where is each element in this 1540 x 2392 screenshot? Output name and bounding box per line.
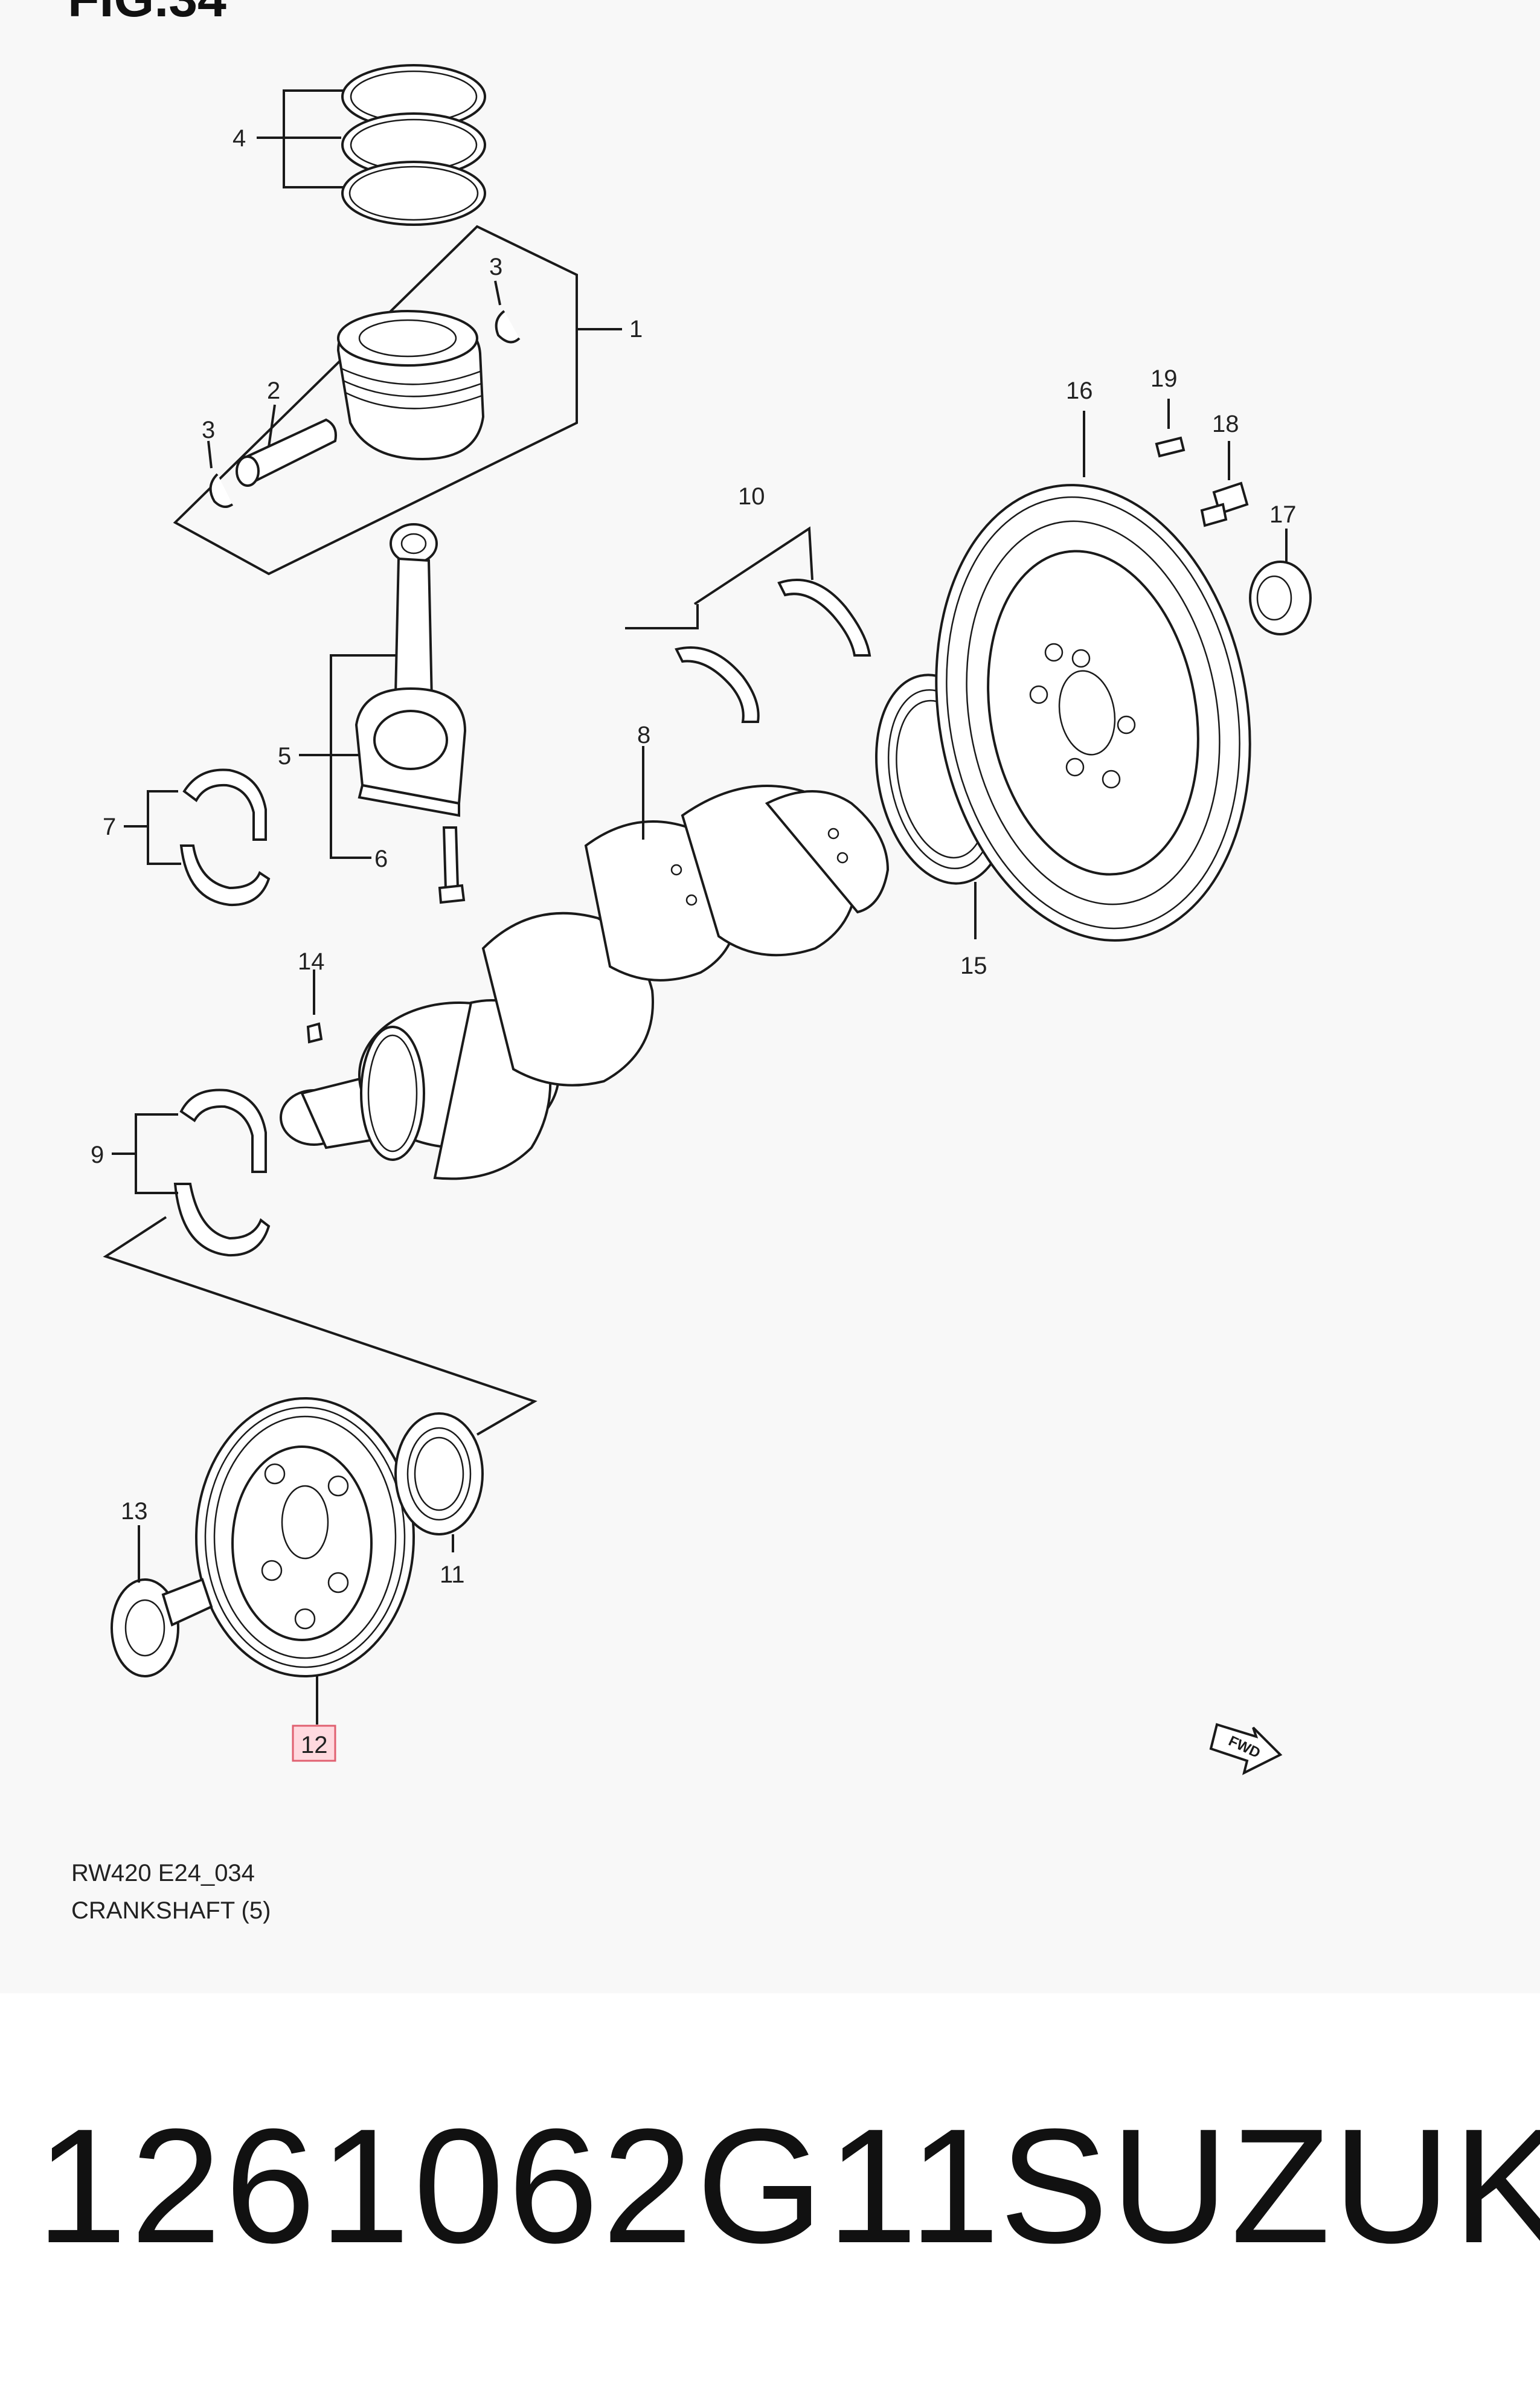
crank-sprocket[interactable]	[360, 1026, 425, 1161]
callout-3-right[interactable]: 3	[489, 254, 502, 280]
callout-14[interactable]: 14	[298, 948, 325, 975]
leader-4	[257, 89, 344, 188]
rod-bolt[interactable]	[438, 826, 466, 904]
fwd-arrow	[1209, 1723, 1283, 1775]
dowel-pin[interactable]	[1155, 436, 1185, 458]
callout-7[interactable]: 7	[103, 814, 116, 840]
callout-8[interactable]: 8	[637, 722, 650, 748]
callout-6[interactable]: 6	[374, 846, 388, 872]
leader-7	[124, 790, 181, 865]
leader-2	[268, 404, 276, 448]
rod-bearing-upper[interactable]	[182, 768, 267, 841]
callout-11[interactable]: 11	[440, 1561, 465, 1588]
figure-code: RW420 E24_034	[71, 1860, 255, 1886]
callout-10[interactable]: 10	[738, 483, 765, 510]
callout-9[interactable]: 9	[91, 1142, 104, 1168]
callout-17[interactable]: 17	[1269, 501, 1297, 528]
callout-3-left[interactable]: 3	[202, 417, 215, 443]
callout-15[interactable]: 15	[960, 953, 987, 979]
front-oil-seal[interactable]	[394, 1412, 484, 1535]
crankshaft-pulley[interactable]	[195, 1397, 415, 1677]
piston-assembly-box	[173, 225, 578, 576]
flywheel[interactable]	[902, 460, 1285, 965]
callout-12[interactable]: 12	[301, 1732, 328, 1758]
main-bearing-lower[interactable]	[173, 1183, 271, 1257]
piston-pin[interactable]	[236, 418, 337, 487]
part-footer: 1261062G11 SUZUKI	[0, 2096, 1540, 2277]
callout-19[interactable]: 19	[1150, 365, 1178, 392]
callout-4[interactable]: 4	[233, 125, 246, 152]
circlip-left[interactable]	[209, 473, 234, 508]
diagram-drawing: 4 1 2 3 3 10 16 19 18 17 5 6 7 8 15 14 9…	[91, 64, 1312, 1775]
connecting-rod[interactable]	[355, 523, 467, 817]
parts-diagram: FIG.34	[68, 0, 1312, 1929]
main-bearing-upper[interactable]	[179, 1088, 267, 1173]
woodruff-key[interactable]	[306, 1022, 323, 1044]
thrust-washer-right[interactable]	[777, 579, 871, 657]
callout-12-highlight	[292, 1725, 336, 1762]
brand-name: SUZUKI	[999, 2095, 1540, 2277]
figure-label: FIG.34	[68, 0, 226, 29]
flywheel-bolt[interactable]	[1200, 481, 1249, 527]
figure-name: CRANKSHAFT (5)	[71, 1897, 271, 1924]
pulley-bolt[interactable]	[111, 1578, 213, 1677]
callout-16[interactable]: 16	[1066, 378, 1093, 404]
pulley-group-bracket	[103, 1216, 537, 1436]
callout-1[interactable]: 1	[629, 316, 643, 342]
rod-bearing-lower[interactable]	[179, 844, 271, 907]
part-number: 1261062G11	[36, 2095, 1004, 2277]
piston[interactable]	[336, 310, 485, 461]
figure-caption: RW420 E24_034 CRANKSHAFT (5)	[71, 1854, 271, 1929]
leader-5-6	[299, 654, 396, 859]
piston-rings[interactable]	[341, 64, 486, 226]
callout-18[interactable]: 18	[1212, 411, 1239, 437]
crankshaft[interactable]	[280, 785, 890, 1180]
callout-2[interactable]: 2	[267, 378, 280, 404]
leader-10	[625, 526, 813, 629]
callout-13[interactable]: 13	[121, 1498, 148, 1525]
leader-3a	[207, 440, 213, 469]
leader-9	[112, 1113, 178, 1194]
callout-5[interactable]: 5	[278, 743, 291, 770]
thrust-washer-left[interactable]	[675, 646, 760, 723]
pilot-bearing[interactable]	[1249, 561, 1312, 635]
circlip-right[interactable]	[495, 310, 521, 344]
leader-3b	[494, 280, 501, 306]
